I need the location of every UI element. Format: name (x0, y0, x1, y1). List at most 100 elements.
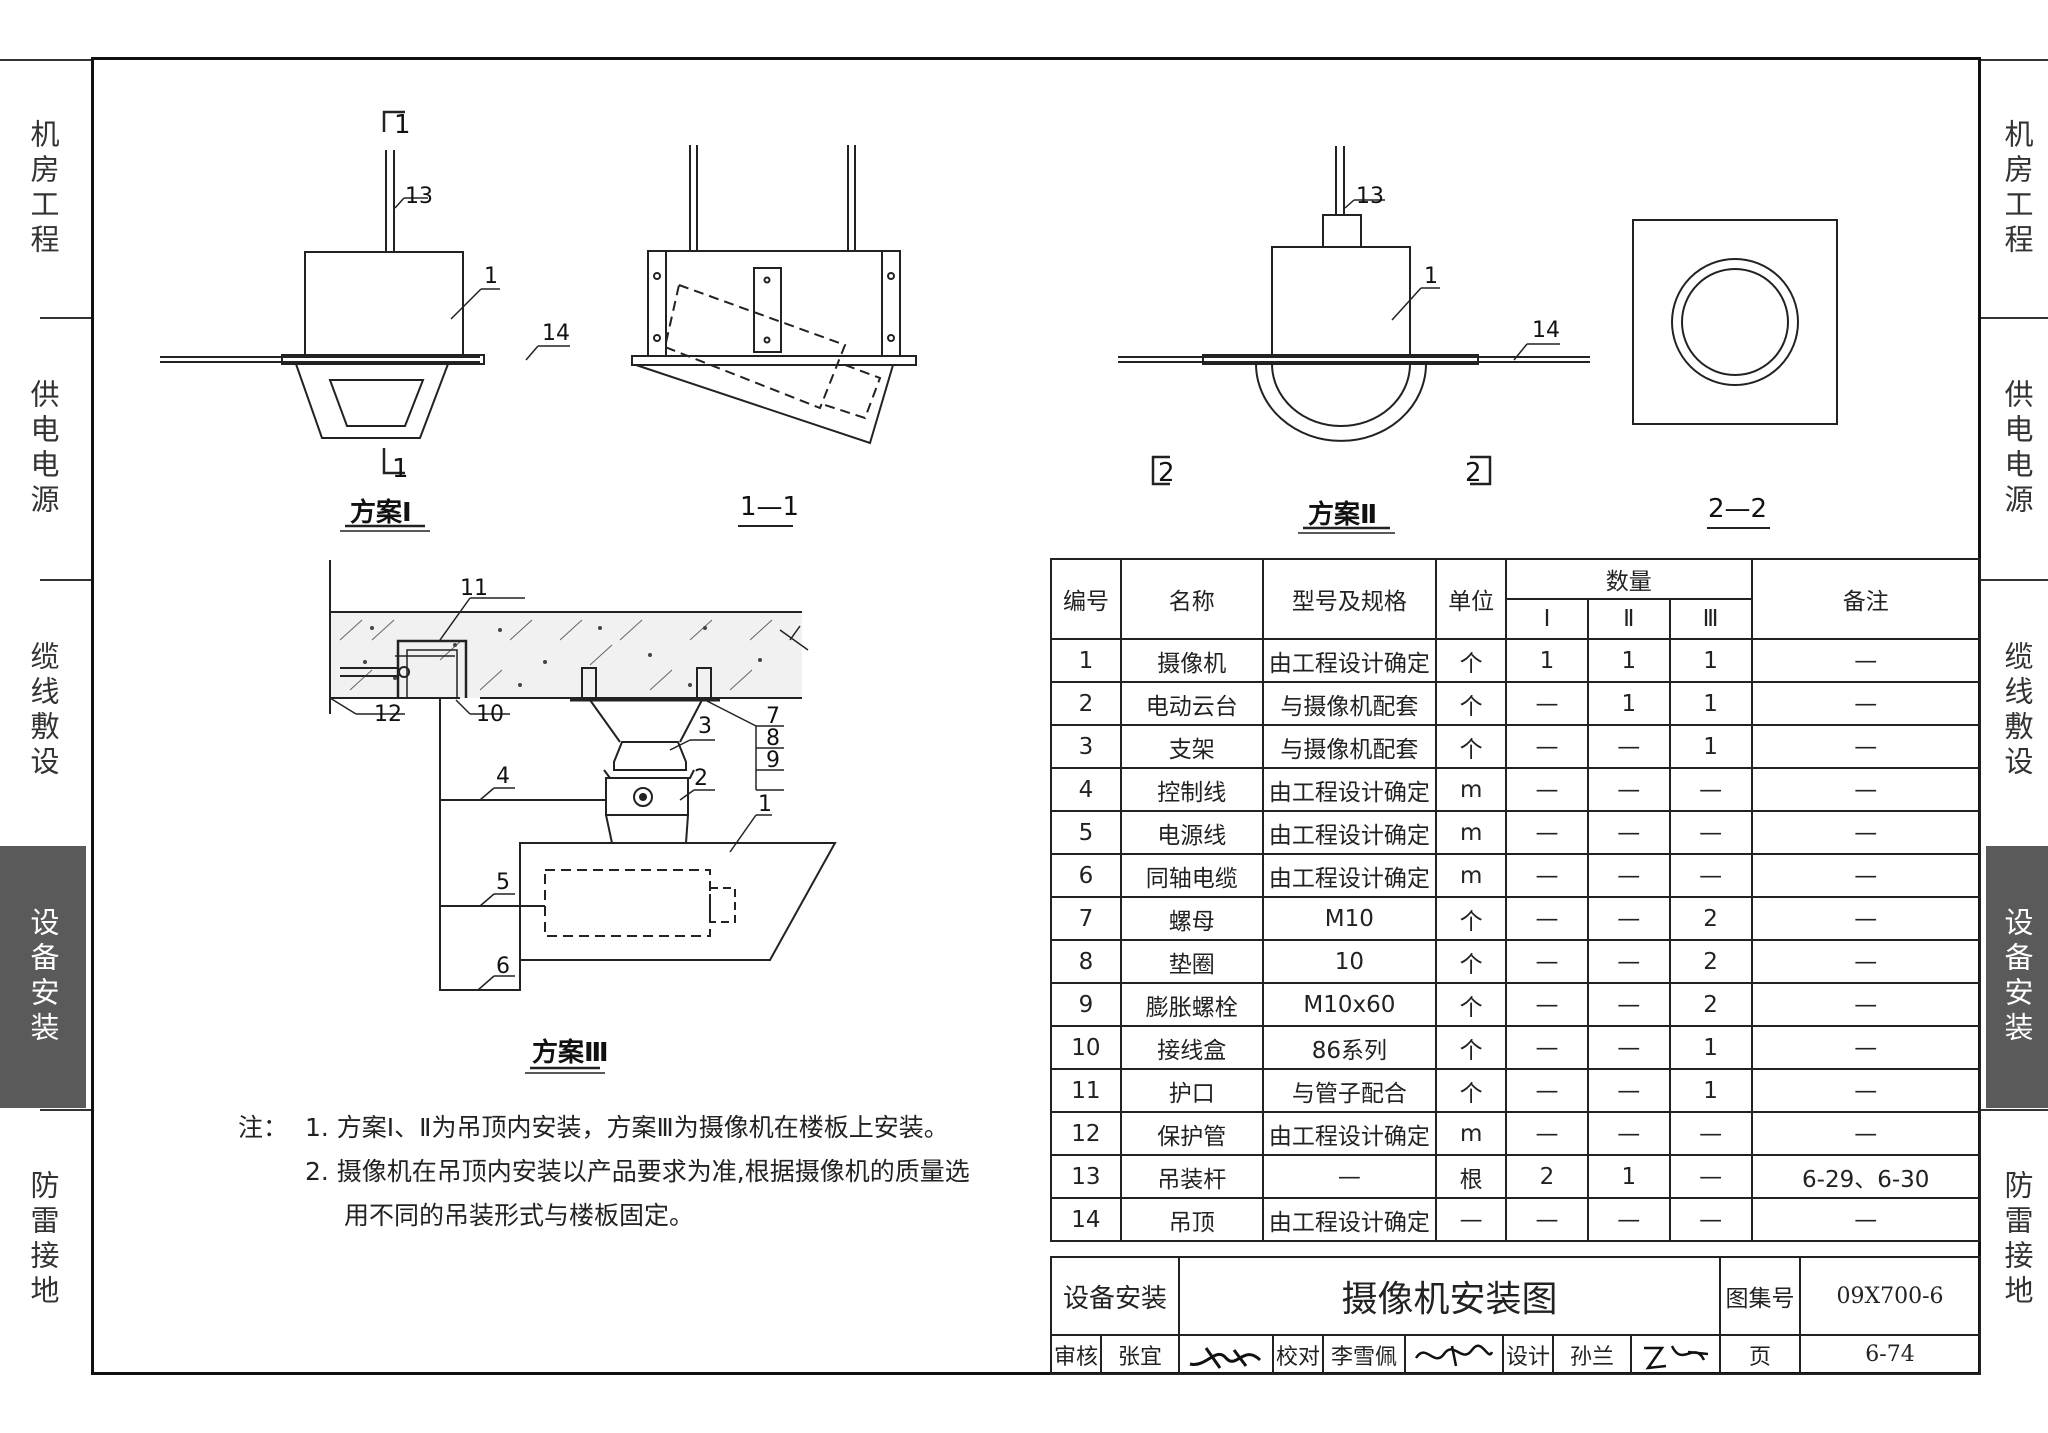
cell-q3: — (1668, 853, 1753, 898)
cell-q3: 2 (1668, 939, 1753, 984)
callout-9: 9 (766, 748, 780, 773)
tb-design-signature (1630, 1334, 1721, 1375)
side-tab-label: 机房工程 (2000, 119, 2034, 259)
side-tab-label: 防雷接地 (26, 1170, 60, 1310)
side-tab-left-1[interactable]: 机房工程 (0, 60, 86, 318)
plan1-drawing (160, 110, 570, 475)
cell-no: 3 (1050, 724, 1122, 769)
cell-q3: 1 (1668, 724, 1753, 769)
cell-q2: — (1586, 810, 1671, 855)
side-tab-left-3[interactable]: 缆线敷设 (0, 580, 86, 842)
cell-remark: — (1750, 1025, 1982, 1070)
section-mark-2-left: 2 (1158, 458, 1175, 488)
cell-unit: m (1435, 853, 1508, 898)
cell-q3: 2 (1668, 896, 1753, 941)
callout-4: 4 (496, 764, 510, 789)
cell-unit: 个 (1435, 982, 1508, 1027)
cell-spec: 与摄像机配套 (1261, 724, 1438, 769)
cell-spec: M10x60 (1261, 982, 1438, 1027)
signature-icon (1189, 1346, 1262, 1369)
side-tab-right-2[interactable]: 供电电源 (1986, 320, 2048, 578)
cell-q3: 1 (1668, 1025, 1753, 1070)
th-q2: Ⅱ (1586, 598, 1671, 640)
cell-no: 12 (1050, 1111, 1122, 1156)
cell-unit: m (1435, 767, 1508, 812)
cell-name: 电动云台 (1119, 681, 1264, 726)
note-2b: 用不同的吊装形式与楼板固定。 (344, 1201, 695, 1230)
callout-13-plan2: 13 (1356, 184, 1384, 209)
side-tab-right-1[interactable]: 机房工程 (1986, 60, 2048, 318)
cell-name: 摄像机 (1119, 638, 1264, 683)
cell-no: 10 (1050, 1025, 1122, 1070)
th-q1: Ⅰ (1505, 598, 1589, 640)
cell-remark: — (1750, 896, 1982, 941)
side-tab-left-4[interactable]: 设备安装 (0, 846, 86, 1108)
side-tab-right-5[interactable]: 防雷接地 (1986, 1110, 2048, 1370)
signature-icon (1414, 1344, 1494, 1366)
signature-icon (1643, 1344, 1708, 1370)
cell-remark: — (1750, 681, 1982, 726)
cell-name: 接线盒 (1119, 1025, 1264, 1070)
cell-remark: — (1750, 724, 1982, 769)
tb-checker: 李雪佩 (1322, 1334, 1406, 1375)
callout-2: 2 (694, 766, 708, 791)
cell-remark: — (1750, 810, 1982, 855)
cell-q1: — (1505, 1197, 1589, 1242)
cell-q1: 1 (1505, 638, 1589, 683)
tb-page-no: 6-74 (1799, 1334, 1981, 1375)
tb-page-label: 页 (1719, 1334, 1801, 1375)
cell-spec: 由工程设计确定 (1261, 810, 1438, 855)
th-spec: 型号及规格 (1261, 558, 1438, 640)
side-tab-right-3[interactable]: 缆线敷设 (1986, 580, 2048, 842)
cell-q1: — (1505, 1111, 1589, 1156)
cell-q3: — (1668, 767, 1753, 812)
plan2-title: 方案Ⅱ (1308, 500, 1378, 530)
th-q3: Ⅲ (1668, 598, 1753, 640)
cell-name: 螺母 (1119, 896, 1264, 941)
cell-q2: — (1586, 982, 1671, 1027)
cell-q2: — (1586, 1111, 1671, 1156)
side-tab-left-5[interactable]: 防雷接地 (0, 1110, 86, 1370)
tb-check-signature (1404, 1334, 1504, 1375)
tb-check-label: 校对 (1272, 1334, 1324, 1375)
cell-q2: — (1586, 896, 1671, 941)
cell-no: 14 (1050, 1197, 1122, 1242)
note-2a: 2. 摄像机在吊顶内安装以产品要求为准,根据摄像机的质量选 (305, 1157, 970, 1186)
section-mark-1-top: 1 (394, 110, 411, 140)
cell-no: 2 (1050, 681, 1122, 726)
cell-q3: 1 (1668, 638, 1753, 683)
th-qty: 数量 (1505, 558, 1753, 600)
callout-6: 6 (496, 954, 510, 979)
cell-q2: — (1586, 1068, 1671, 1113)
cell-q2: 1 (1586, 1154, 1671, 1199)
section22-drawing (1632, 219, 1838, 425)
cell-q3: — (1668, 1197, 1753, 1242)
cell-q1: — (1505, 1068, 1589, 1113)
cell-spec: M10 (1261, 896, 1438, 941)
side-tab-right-4[interactable]: 设备安装 (1986, 846, 2048, 1108)
cell-remark: — (1750, 982, 1982, 1027)
section22-title: 2—2 (1708, 494, 1768, 524)
tb-review-label: 审核 (1050, 1334, 1102, 1375)
callout-12: 12 (374, 702, 402, 727)
cell-q1: — (1505, 767, 1589, 812)
side-tab-label: 供电电源 (26, 379, 60, 519)
th-unit: 单位 (1435, 558, 1508, 640)
cell-no: 6 (1050, 853, 1122, 898)
cell-q1: — (1505, 939, 1589, 984)
cell-name: 护口 (1119, 1068, 1264, 1113)
th-remark: 备注 (1750, 558, 1982, 640)
cell-q2: — (1586, 1197, 1671, 1242)
cell-no: 5 (1050, 810, 1122, 855)
side-tab-left-2[interactable]: 供电电源 (0, 320, 86, 578)
cell-unit: m (1435, 810, 1508, 855)
